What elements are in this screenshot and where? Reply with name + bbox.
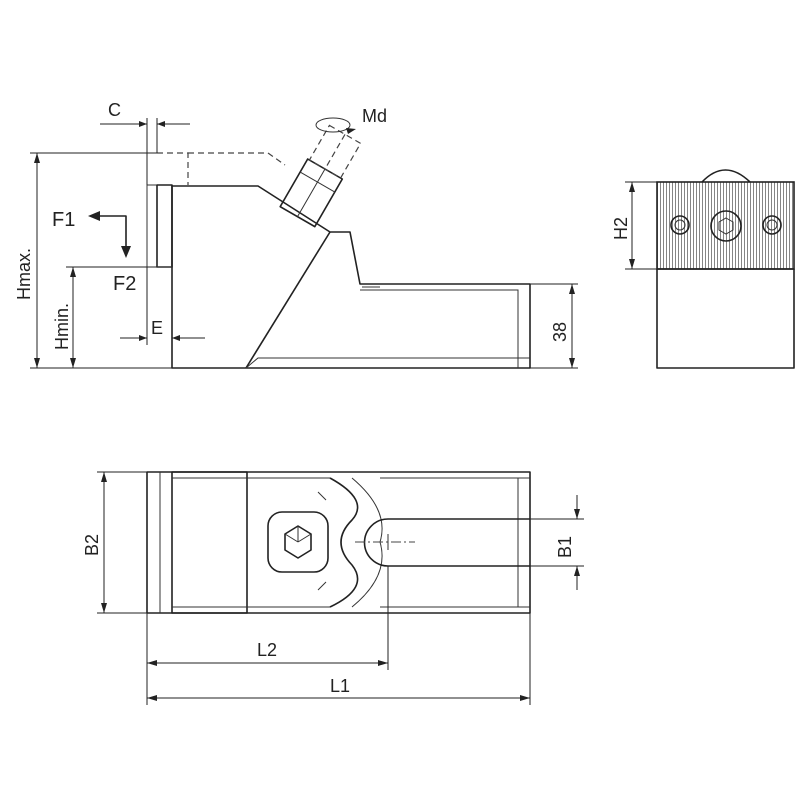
label-f2: F2 — [113, 273, 136, 295]
screw-hidden-top — [188, 152, 286, 166]
center-screw-head — [710, 210, 742, 242]
jaw-hidden-upper — [157, 152, 189, 185]
label-c: C — [108, 100, 121, 120]
label-hmax: Hmax. — [14, 248, 34, 300]
plan-outline — [146, 471, 531, 614]
dim-c: C — [100, 100, 190, 185]
label-38: 38 — [550, 322, 570, 342]
dim-hmax: Hmax. — [14, 152, 172, 369]
dim-hmin: Hmin. — [52, 266, 157, 368]
dim-e: E — [120, 267, 205, 345]
label-b1: B1 — [555, 536, 575, 558]
clamp-body — [171, 185, 531, 369]
label-h2: H2 — [611, 217, 631, 240]
label-f1: F1 — [52, 209, 75, 231]
side-hole-left — [670, 215, 690, 235]
side-hole-right — [762, 215, 782, 235]
force-f1: F1 — [52, 209, 131, 258]
label-e: E — [151, 318, 163, 338]
label-hmin: Hmin. — [52, 303, 72, 350]
dim-l2: L2 — [146, 566, 389, 705]
body-step — [360, 289, 519, 368]
plan-curved-cut — [329, 477, 359, 608]
body-slope — [245, 231, 331, 369]
jaw-face-knurled — [656, 181, 795, 270]
label-md: Md — [362, 106, 387, 126]
front-view: Md C Hmax. Hmin. — [14, 100, 578, 369]
hex-socket-icon — [718, 217, 734, 235]
label-l1: L1 — [330, 676, 350, 696]
jaw-serration — [146, 184, 158, 268]
end-base-block — [656, 268, 795, 369]
dim-h2: H2 — [611, 181, 657, 270]
jaw-plate — [156, 184, 173, 268]
dim-b2: B2 — [82, 471, 147, 614]
screw-dome — [701, 169, 751, 183]
top-view: B2 B1 L2 L1 — [82, 471, 584, 705]
dim-38: 38 — [530, 283, 578, 369]
plan-screw-head — [267, 511, 329, 573]
body-base-line — [245, 357, 530, 369]
clamp-screw — [279, 124, 362, 228]
label-b2: B2 — [82, 534, 102, 556]
plan-jaw-block — [171, 471, 248, 614]
end-view: H2 — [611, 169, 795, 369]
plan-slot — [363, 518, 530, 567]
torque-md-symbol: Md — [315, 106, 387, 134]
dim-b1: B1 — [530, 495, 584, 590]
dim-l1: L1 — [147, 613, 531, 705]
label-l2: L2 — [257, 640, 277, 660]
